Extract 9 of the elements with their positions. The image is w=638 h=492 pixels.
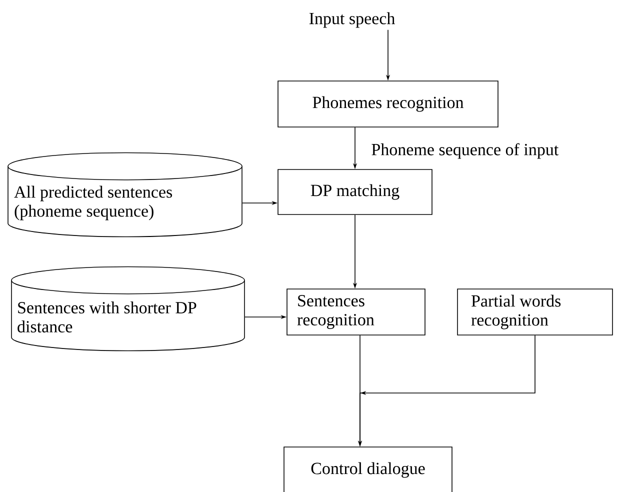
process-box: Control dialogue [284,446,452,492]
process-box: DP matching [278,169,432,215]
process-box: Phonemes recognition [278,80,498,128]
input-label: Input speech [309,12,395,28]
database-cylinder: All predicted sentences (phoneme sequence) [8,152,242,238]
process-box: Partial words recognition [457,288,613,336]
edge-label: Phoneme sequence of input [372,143,559,159]
process-box: Sentences recognition [286,288,426,336]
database-cylinder: Sentences with shorter DP distance [11,266,245,352]
